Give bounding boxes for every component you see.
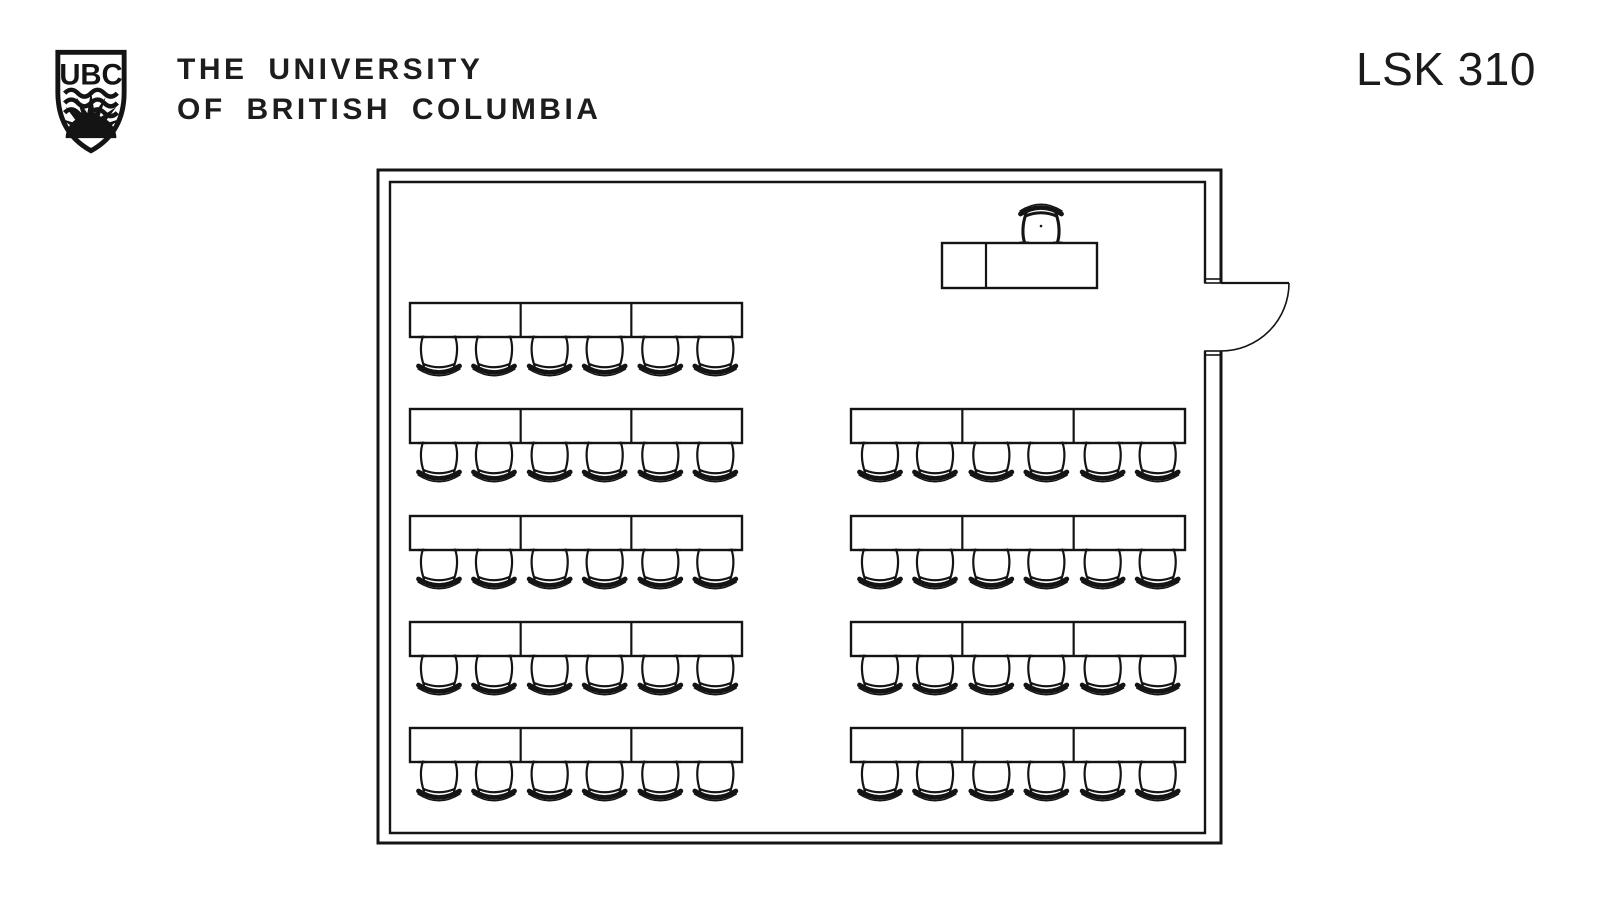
chair bbox=[1082, 656, 1124, 695]
table bbox=[849, 514, 1187, 552]
table bbox=[408, 301, 744, 339]
chair bbox=[914, 550, 956, 589]
chair bbox=[529, 443, 571, 482]
room-label: LSK 310 bbox=[1356, 43, 1536, 95]
table-row bbox=[408, 620, 744, 695]
door-swing-arc bbox=[1220, 282, 1290, 352]
chair bbox=[584, 443, 626, 482]
chair bbox=[584, 337, 626, 376]
chair bbox=[473, 337, 515, 376]
chair bbox=[1025, 550, 1067, 589]
chair bbox=[418, 550, 460, 589]
table bbox=[408, 620, 744, 658]
table-row bbox=[408, 407, 744, 482]
chair bbox=[529, 550, 571, 589]
instructor-station bbox=[940, 204, 1099, 290]
chair bbox=[529, 337, 571, 376]
table bbox=[849, 407, 1187, 445]
chair bbox=[694, 762, 736, 801]
room-wall-outer bbox=[376, 168, 1223, 845]
chair bbox=[473, 762, 515, 801]
chair bbox=[418, 337, 460, 376]
chair bbox=[970, 550, 1012, 589]
chair bbox=[914, 443, 956, 482]
crest-monogram: UBC bbox=[59, 59, 122, 91]
door-jamb-bottom bbox=[1204, 350, 1222, 356]
chair bbox=[694, 656, 736, 695]
chair bbox=[1025, 443, 1067, 482]
seating-section-left bbox=[408, 301, 744, 801]
seating-section-right bbox=[849, 407, 1187, 801]
chair bbox=[1082, 762, 1124, 801]
chair bbox=[473, 656, 515, 695]
chair bbox=[914, 656, 956, 695]
chair bbox=[473, 443, 515, 482]
chair bbox=[529, 762, 571, 801]
chair bbox=[1137, 656, 1179, 695]
university-name-line1: THE UNIVERSITY bbox=[177, 53, 484, 86]
chair bbox=[1137, 443, 1179, 482]
chair bbox=[970, 443, 1012, 482]
chair bbox=[639, 762, 681, 801]
chair bbox=[529, 656, 571, 695]
instructor-desk bbox=[940, 241, 1099, 290]
chair bbox=[1025, 762, 1067, 801]
crest-sunburst-icon bbox=[60, 91, 122, 139]
table-row bbox=[408, 726, 744, 801]
chair bbox=[859, 550, 901, 589]
chair bbox=[970, 762, 1012, 801]
room-wall-inner bbox=[388, 180, 1207, 835]
chair bbox=[584, 656, 626, 695]
table bbox=[849, 620, 1187, 658]
chair bbox=[639, 550, 681, 589]
chair bbox=[473, 550, 515, 589]
chair bbox=[1082, 550, 1124, 589]
chair bbox=[1025, 656, 1067, 695]
chair bbox=[418, 762, 460, 801]
table-row bbox=[849, 726, 1187, 801]
university-name: THE UNIVERSITY OF BRITISH COLUMBIA bbox=[177, 50, 601, 130]
chair bbox=[970, 656, 1012, 695]
chair bbox=[914, 762, 956, 801]
chair bbox=[1082, 443, 1124, 482]
chair bbox=[639, 337, 681, 376]
chair bbox=[418, 443, 460, 482]
chair bbox=[418, 656, 460, 695]
table-row bbox=[408, 301, 744, 376]
instructor-chair-dot bbox=[1039, 224, 1043, 228]
ubc-logo: UBC bbox=[52, 46, 130, 158]
chair bbox=[1137, 762, 1179, 801]
chair bbox=[694, 443, 736, 482]
chair bbox=[639, 656, 681, 695]
table-row bbox=[849, 620, 1187, 695]
table bbox=[849, 726, 1187, 764]
chair bbox=[584, 550, 626, 589]
chair bbox=[639, 443, 681, 482]
university-name-line2: OF BRITISH COLUMBIA bbox=[177, 93, 602, 126]
table bbox=[408, 726, 744, 764]
table bbox=[408, 514, 744, 552]
instructor-chair-glyph bbox=[1020, 204, 1062, 243]
chair bbox=[859, 762, 901, 801]
chair bbox=[859, 443, 901, 482]
chair bbox=[1137, 550, 1179, 589]
table-row bbox=[849, 514, 1187, 589]
chair bbox=[584, 762, 626, 801]
ubc-crest-icon: UBC bbox=[55, 49, 127, 154]
door-jamb-top bbox=[1204, 278, 1222, 284]
door bbox=[1204, 278, 1290, 356]
chair bbox=[859, 656, 901, 695]
table-row bbox=[849, 407, 1187, 482]
chair bbox=[694, 337, 736, 376]
table-row bbox=[408, 514, 744, 589]
chair bbox=[694, 550, 736, 589]
instructor-chair bbox=[1020, 204, 1062, 243]
table bbox=[408, 407, 744, 445]
